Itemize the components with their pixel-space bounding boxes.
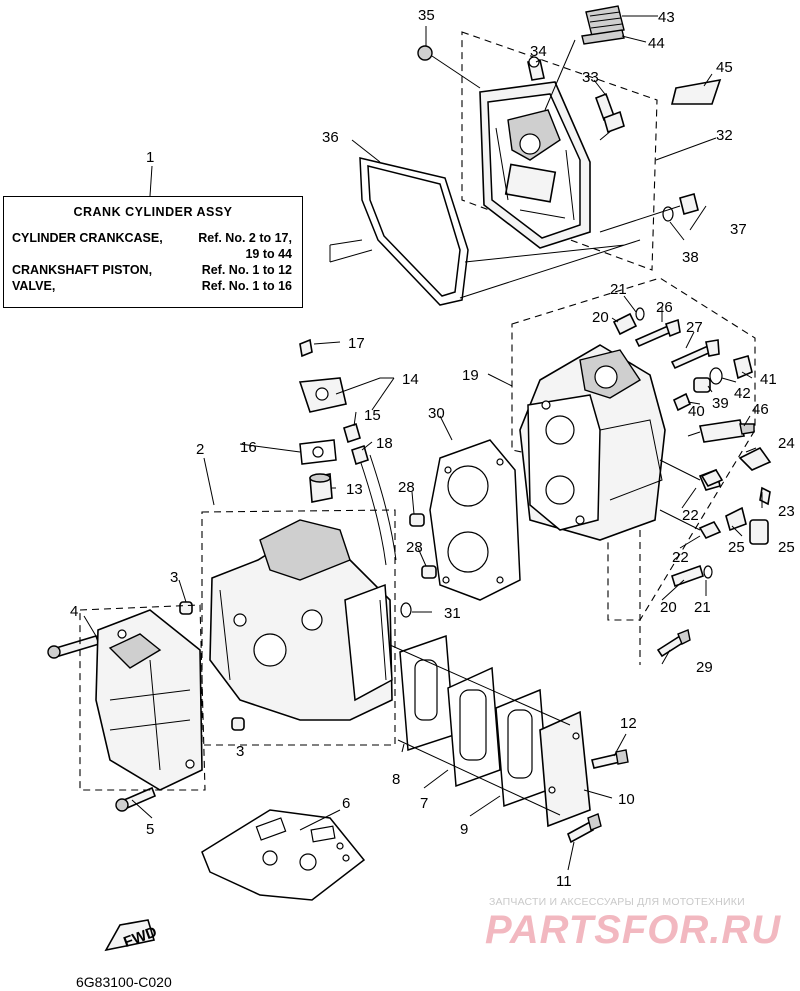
callout-4: 4	[70, 603, 78, 620]
legend-row-ref: Ref. No. 1 to 12	[201, 263, 292, 277]
callout-7: 7	[420, 795, 428, 812]
callout-3: 3	[236, 743, 244, 760]
callout-5: 5	[146, 821, 154, 838]
callout-14: 14	[402, 371, 419, 388]
callout-numbers: 1 2 3 3 4 5 6 7 8 9 10 11 12 13 14 15 16…	[70, 7, 795, 890]
callout-22: 22	[682, 507, 699, 524]
callout-12: 12	[620, 715, 637, 732]
watermark-logo: PARTSFOR.RU	[485, 908, 782, 952]
callout-20: 20	[660, 599, 677, 616]
part-26-27-bolts	[634, 318, 720, 370]
callout-42: 42	[734, 385, 751, 402]
part-7-10-reed-valve-plates	[389, 634, 591, 828]
callout-1: 1	[146, 149, 154, 166]
watermark-tagline: ЗАПЧАСТИ И АКСЕССУАРЫ ДЛЯ МОТОТЕХНИКИ	[489, 896, 745, 908]
part-28-dowels	[409, 513, 437, 579]
callout-leaders	[83, 15, 763, 871]
part-31-o-ring	[400, 602, 412, 618]
callout-37: 37	[730, 221, 747, 238]
callout-34: 34	[530, 43, 547, 60]
part-18-hose	[359, 454, 397, 566]
callout-25: 25	[778, 539, 795, 556]
callout-41: 41	[760, 371, 777, 388]
callout-35: 35	[418, 7, 435, 24]
callout-29: 29	[696, 659, 713, 676]
callout-8: 8	[392, 771, 400, 788]
callout-45: 45	[716, 59, 733, 76]
diagram-code: 6G83100-C020	[76, 974, 172, 990]
part-35-bolt	[417, 45, 481, 89]
callout-19: 19	[462, 367, 479, 384]
callout-25: 25	[728, 539, 745, 556]
legend-title: CRANK CYLINDER ASSY	[73, 205, 233, 219]
legend-row-label: CRANKSHAFT PISTON,	[12, 263, 153, 277]
part-19-cylinder-head	[519, 344, 666, 541]
callout-22: 22	[672, 549, 689, 566]
callout-30: 30	[428, 405, 445, 422]
callout-2: 2	[196, 441, 204, 458]
callout-28: 28	[398, 479, 415, 496]
callout-36: 36	[322, 129, 339, 146]
callout-11: 11	[556, 873, 572, 890]
callout-31: 31	[444, 605, 461, 622]
callout-33: 33	[582, 69, 599, 86]
callout-46: 46	[752, 401, 769, 418]
callout-23: 23	[778, 503, 795, 520]
part-2-crankcase	[209, 519, 393, 721]
callout-16: 16	[240, 439, 257, 456]
callout-21: 21	[610, 281, 627, 298]
callout-3: 3	[170, 569, 178, 586]
part-32-head-cover	[479, 81, 591, 249]
legend-row-label: VALVE,	[12, 279, 56, 293]
callout-17: 17	[348, 335, 365, 352]
part-13-17-thermostat	[298, 338, 369, 503]
callout-27: 27	[686, 319, 703, 336]
callout-44: 44	[648, 35, 665, 52]
callout-32: 32	[716, 127, 733, 144]
part-39-42-fittings	[672, 355, 753, 412]
callout-6: 6	[342, 795, 350, 812]
part-20-21-upper	[612, 307, 645, 336]
part-33-34-fittings	[527, 56, 625, 141]
callout-21: 21	[694, 599, 711, 616]
callout-20: 20	[592, 309, 609, 326]
part-45-label	[670, 78, 722, 105]
legend-row-ref: Ref. No. 2 to 17,	[198, 231, 292, 245]
part-20-21-lower	[671, 564, 713, 588]
assembly-legend-box: CRANK CYLINDER ASSY CYLINDER CRANKCASE, …	[3, 196, 303, 308]
part-11-12-screws	[567, 749, 629, 844]
fwd-direction-arrow: FWD	[104, 919, 159, 951]
callout-43: 43	[658, 9, 675, 26]
callout-28: 28	[406, 539, 423, 556]
callout-18: 18	[376, 435, 393, 452]
part-36-cover-gasket	[329, 157, 641, 306]
part-22-fittings	[698, 468, 724, 540]
cylinder-head-cover-frame	[461, 31, 658, 271]
callout-26: 26	[656, 299, 673, 316]
legend-row-ref: Ref. No. 1 to 16	[201, 279, 292, 293]
part-29-bolt	[656, 629, 691, 658]
callout-13: 13	[346, 481, 363, 498]
part-crankcase-half	[79, 604, 206, 791]
legend-row-ref: 19 to 44	[245, 247, 292, 261]
callout-24: 24	[778, 435, 795, 452]
callout-38: 38	[682, 249, 699, 266]
part-43-breather-cap	[544, 5, 625, 111]
legend-row-label: CYLINDER CRANKCASE,	[12, 231, 163, 245]
callout-15: 15	[364, 407, 381, 424]
callout-40: 40	[688, 403, 705, 420]
part-46-spark-plug	[687, 419, 755, 443]
callout-39: 39	[712, 395, 729, 412]
part-30-head-gasket	[429, 439, 521, 601]
callout-10: 10	[618, 791, 635, 808]
callout-9: 9	[460, 821, 468, 838]
part-37-38-bolt-washer	[599, 193, 699, 233]
part-6-base-gasket	[201, 809, 366, 901]
